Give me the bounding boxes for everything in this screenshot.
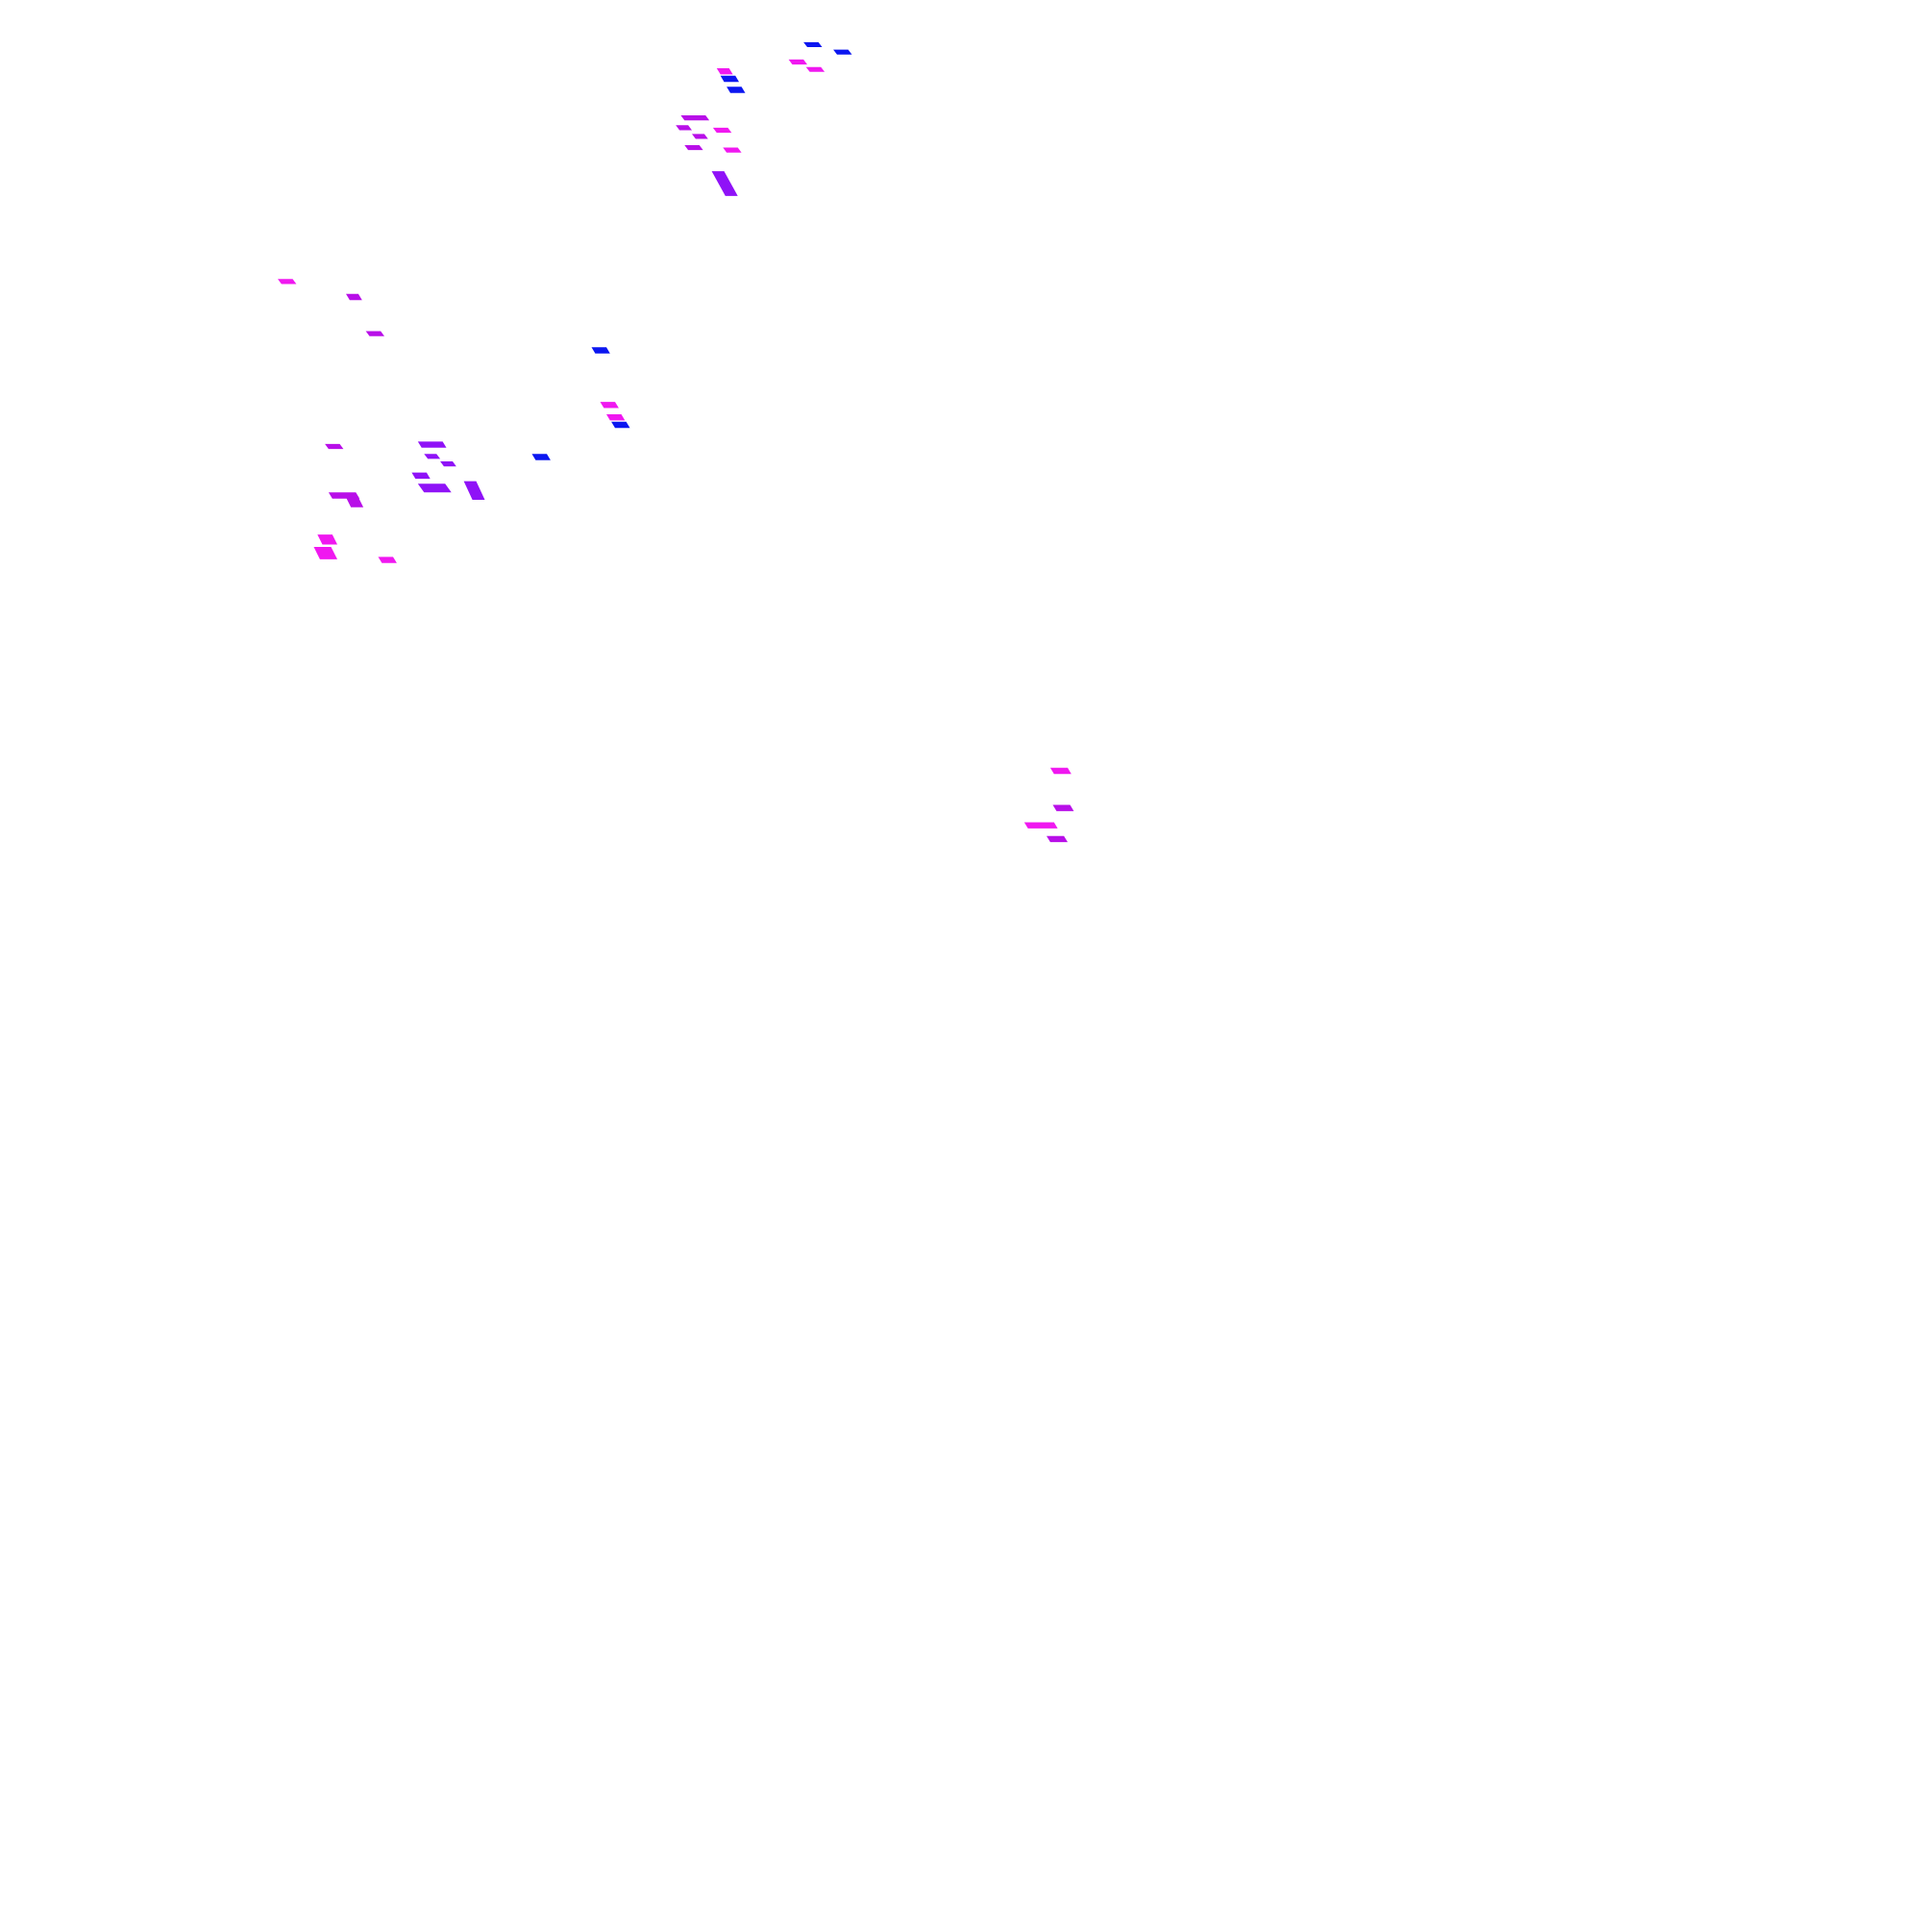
tile-fragment-blue (720, 75, 739, 83)
tile-fragment-blue (833, 49, 852, 55)
tile-fragment-purple (692, 134, 708, 139)
tile-fragment-purple (1052, 805, 1074, 811)
tile-fragment-blue (611, 421, 630, 429)
tile-fragment-magenta (805, 66, 825, 72)
tile-fragment-magenta (313, 547, 337, 559)
tile-fragment-violet (411, 472, 431, 480)
tile-fragment-magenta (712, 127, 732, 134)
tile-fragment-magenta (378, 557, 397, 563)
tile-fragment-magenta (788, 59, 807, 65)
tile-fragment-purple (365, 331, 384, 336)
tile-fragment-magenta (606, 414, 626, 421)
tile-fragment-blue (531, 454, 551, 460)
tile-fragment-purple (684, 145, 703, 151)
tile-fragment-violet (424, 454, 441, 459)
tile-fragment-violet (417, 441, 447, 448)
tile-fragment-purple (346, 497, 364, 508)
tile-fragment-purple (1047, 835, 1068, 843)
tile-fragment-blue (803, 41, 823, 47)
tile-fragment-magenta (1023, 822, 1058, 829)
tile-fragment-purple (325, 443, 344, 450)
tile-fragment-violet (440, 461, 456, 467)
tile-fragment-purple (676, 125, 692, 131)
tile-fragment-purple (346, 293, 362, 301)
tile-fragment-magenta (278, 279, 297, 285)
tile-fragment-violet (417, 483, 452, 493)
tile-fragment-magenta (716, 68, 733, 75)
tile-fragment-magenta (1049, 767, 1072, 775)
tile-fragment-magenta (317, 534, 337, 545)
tile-fragment-blue (727, 87, 746, 93)
tile-fragment-purple (328, 492, 360, 499)
tile-fragment-blue (591, 347, 610, 354)
tile-fragment-magenta (600, 402, 619, 409)
tile-fragment-purple (680, 115, 710, 121)
tile-fragment-violet (711, 171, 738, 196)
tile-fragment-magenta (723, 147, 742, 153)
tile-fragment-violet (463, 481, 485, 500)
